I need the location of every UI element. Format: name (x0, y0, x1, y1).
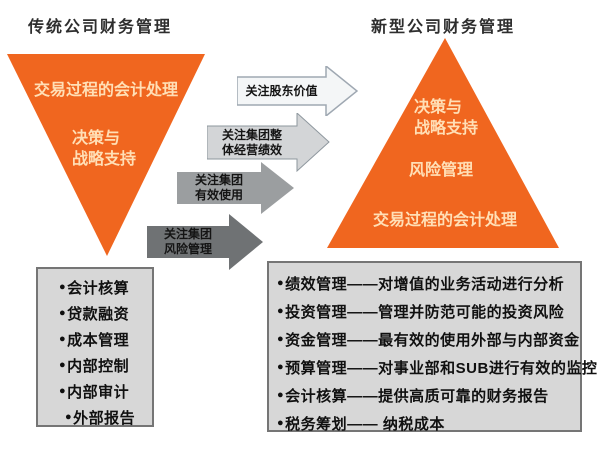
list-item: ● 资金管理——最有效的使用外部与内部资金 (277, 325, 580, 353)
list-item-label: 会计核算 (67, 279, 130, 297)
arrow-shareholder-value (237, 66, 358, 116)
left-triangle-band2-label: 决策与 战略支持 (72, 128, 136, 170)
arrow1-line1: 关注股东价值 (245, 83, 318, 98)
left-triangle-band2-line2: 战略支持 (72, 151, 137, 168)
bullet-icon: ● (277, 305, 285, 317)
bullet-icon: ● (59, 359, 67, 371)
traditional-functions-box: ● 会计核算 ● 贷款融资 ● 成本管理 ● 内部控制 ● 内部审计 ● 外部报… (36, 267, 154, 427)
list-item-label: 资金管理——最有效的使用外部与内部资金 (285, 331, 580, 349)
list-item: ● 绩效管理——对增值的业务活动进行分析 (277, 269, 580, 297)
list-item: ● 贷款融资 (59, 300, 152, 326)
arrow3-line1: 关注集团 (194, 173, 243, 187)
arrow-group-performance-shape (207, 113, 330, 172)
bullet-icon: ● (277, 333, 285, 345)
left-inverted-triangle (7, 54, 205, 256)
new-functions-box: ● 绩效管理——对增值的业务活动进行分析 ● 投资管理——管理并防范可能的投资风… (267, 261, 597, 433)
list-item-label: 绩效管理——对增值的业务活动进行分析 (285, 275, 565, 293)
right-section-title: 新型公司财务管理 (371, 19, 516, 36)
bullet-icon: ● (277, 417, 285, 429)
list-item: ● 预算管理——对事业部和SUB进行有效的监控 (277, 353, 597, 381)
right-triangle-band3-label: 交易过程的会计处理 (372, 212, 517, 229)
bullet-icon: ● (59, 307, 67, 319)
left-inverted-triangle-shape (7, 54, 205, 256)
arrow2-line2: 体经营绩效 (221, 142, 282, 157)
list-item-label: 会计核算——提供高质可靠的财务报告 (285, 387, 549, 405)
arrow-shareholder-value-label: 关注股东价值 (237, 77, 326, 105)
list-item-label: 预算管理——对事业部和SUB进行有效的监控 (285, 359, 598, 377)
arrow4-line2: 风险管理 (163, 242, 212, 256)
list-item: ● 内部审计 (59, 378, 152, 404)
arrow-group-performance (207, 113, 330, 172)
arrow-effective-use-label: 关注集团 有效使用 (177, 172, 261, 204)
bullet-icon: ● (59, 281, 67, 293)
right-triangle (327, 38, 559, 248)
arrow4-line1: 关注集团 (163, 227, 212, 241)
list-item: ● 税务筹划—— 纳税成本 (277, 409, 580, 437)
left-section-title: 传统公司财务管理 (28, 19, 173, 36)
right-triangle-shape (327, 38, 559, 248)
bullet-icon: ● (277, 277, 285, 289)
list-item: ● 会计核算——提供高质可靠的财务报告 (277, 381, 580, 409)
list-item-label: 成本管理 (67, 331, 130, 349)
list-item: ● 投资管理——管理并防范可能的投资风险 (277, 297, 580, 325)
bullet-icon: ● (59, 385, 67, 397)
list-item: ● 成本管理 (59, 326, 152, 352)
left-triangle-band2-line1: 决策与 (72, 130, 121, 147)
right-triangle-band1-label: 决策与 战略支持 (414, 97, 478, 139)
list-item-label: 内部审计 (67, 383, 130, 401)
list-item-label: 贷款融资 (67, 305, 130, 323)
bullet-icon: ● (59, 333, 67, 345)
right-triangle-band1-line2: 战略支持 (414, 120, 479, 137)
arrow-effective-use-shape (177, 162, 294, 214)
arrow-effective-use (177, 162, 294, 214)
left-triangle-band1-label: 交易过程的会计处理 (33, 82, 178, 99)
arrow-group-performance-label: 关注集团整 体经营绩效 (207, 126, 297, 159)
list-item: ● 会计核算 (59, 274, 152, 300)
arrow-risk-management-label: 关注集团 风险管理 (147, 226, 229, 258)
arrow2-line1: 关注集团整 (221, 127, 282, 142)
list-item: ● 外部报告 (59, 404, 152, 430)
list-item-label: 税务筹划—— 纳税成本 (285, 415, 445, 433)
bullet-icon: ● (65, 411, 73, 423)
arrow-risk-management-shape (147, 214, 263, 270)
list-item: ● 内部控制 (59, 352, 152, 378)
bullet-icon: ● (277, 389, 285, 401)
right-triangle-band2-label: 风险管理 (409, 162, 474, 179)
arrow-risk-management (147, 214, 263, 270)
right-triangle-band1-line1: 决策与 (414, 99, 463, 116)
bullet-icon: ● (277, 361, 285, 373)
list-item-label: 内部控制 (67, 357, 130, 375)
arrow-shareholder-value-shape (237, 66, 358, 116)
list-item-label: 投资管理——管理并防范可能的投资风险 (285, 303, 565, 321)
list-item-label: 外部报告 (73, 409, 136, 427)
arrow3-line2: 有效使用 (194, 188, 243, 202)
